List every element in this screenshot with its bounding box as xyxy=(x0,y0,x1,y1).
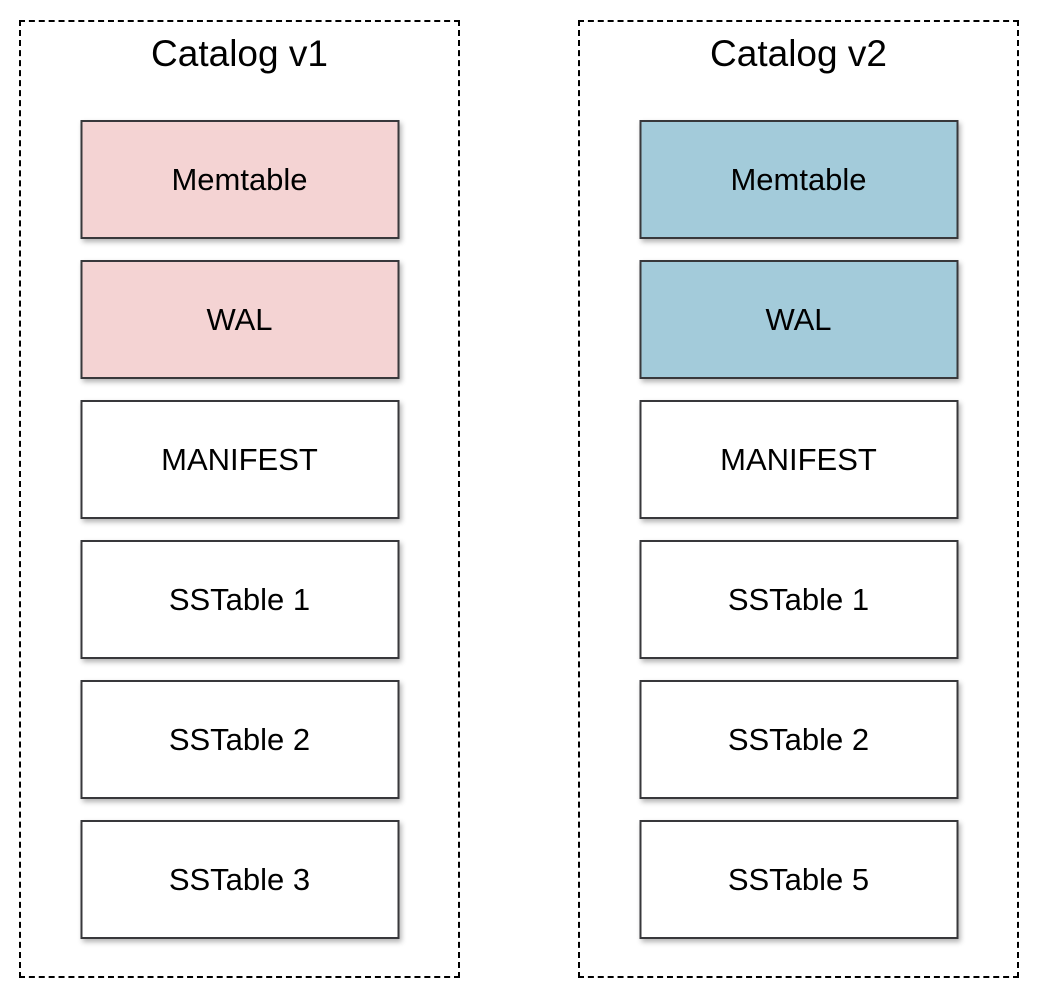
node-label: SSTable 2 xyxy=(168,722,311,757)
node-label: WAL xyxy=(206,302,273,337)
node-v1-wal: WAL xyxy=(80,260,399,379)
catalog-v2-panel: Catalog v2 Memtable WAL MANIFEST SSTable… xyxy=(578,20,1019,978)
node-v2-sstable-1: SSTable 1 xyxy=(639,540,958,659)
node-v2-manifest: MANIFEST xyxy=(639,400,958,519)
node-v1-sstable-1: SSTable 1 xyxy=(80,540,399,659)
catalog-v1-panel: Catalog v1 Memtable WAL MANIFEST SSTable… xyxy=(19,20,460,978)
node-v2-wal: WAL xyxy=(639,260,958,379)
node-label: Memtable xyxy=(171,162,308,197)
node-label: MANIFEST xyxy=(720,442,877,477)
catalog-v2-stack: Memtable WAL MANIFEST SSTable 1 SSTable … xyxy=(639,120,958,939)
node-label: WAL xyxy=(765,302,832,337)
node-label: MANIFEST xyxy=(161,442,318,477)
catalog-v1-title: Catalog v1 xyxy=(151,33,328,74)
node-label: SSTable 1 xyxy=(727,582,870,617)
node-label: SSTable 5 xyxy=(727,862,870,897)
node-v1-sstable-3: SSTable 3 xyxy=(80,820,399,939)
node-label: SSTable 2 xyxy=(727,722,870,757)
node-label: SSTable 3 xyxy=(168,862,311,897)
node-v1-memtable: Memtable xyxy=(80,120,399,239)
node-label: Memtable xyxy=(730,162,867,197)
node-v2-memtable: Memtable xyxy=(639,120,958,239)
node-v1-manifest: MANIFEST xyxy=(80,400,399,519)
node-v2-sstable-5: SSTable 5 xyxy=(639,820,958,939)
catalog-v2-title: Catalog v2 xyxy=(710,33,887,74)
node-label: SSTable 1 xyxy=(168,582,311,617)
catalog-v1-stack: Memtable WAL MANIFEST SSTable 1 SSTable … xyxy=(80,120,399,939)
node-v1-sstable-2: SSTable 2 xyxy=(80,680,399,799)
node-v2-sstable-2: SSTable 2 xyxy=(639,680,958,799)
